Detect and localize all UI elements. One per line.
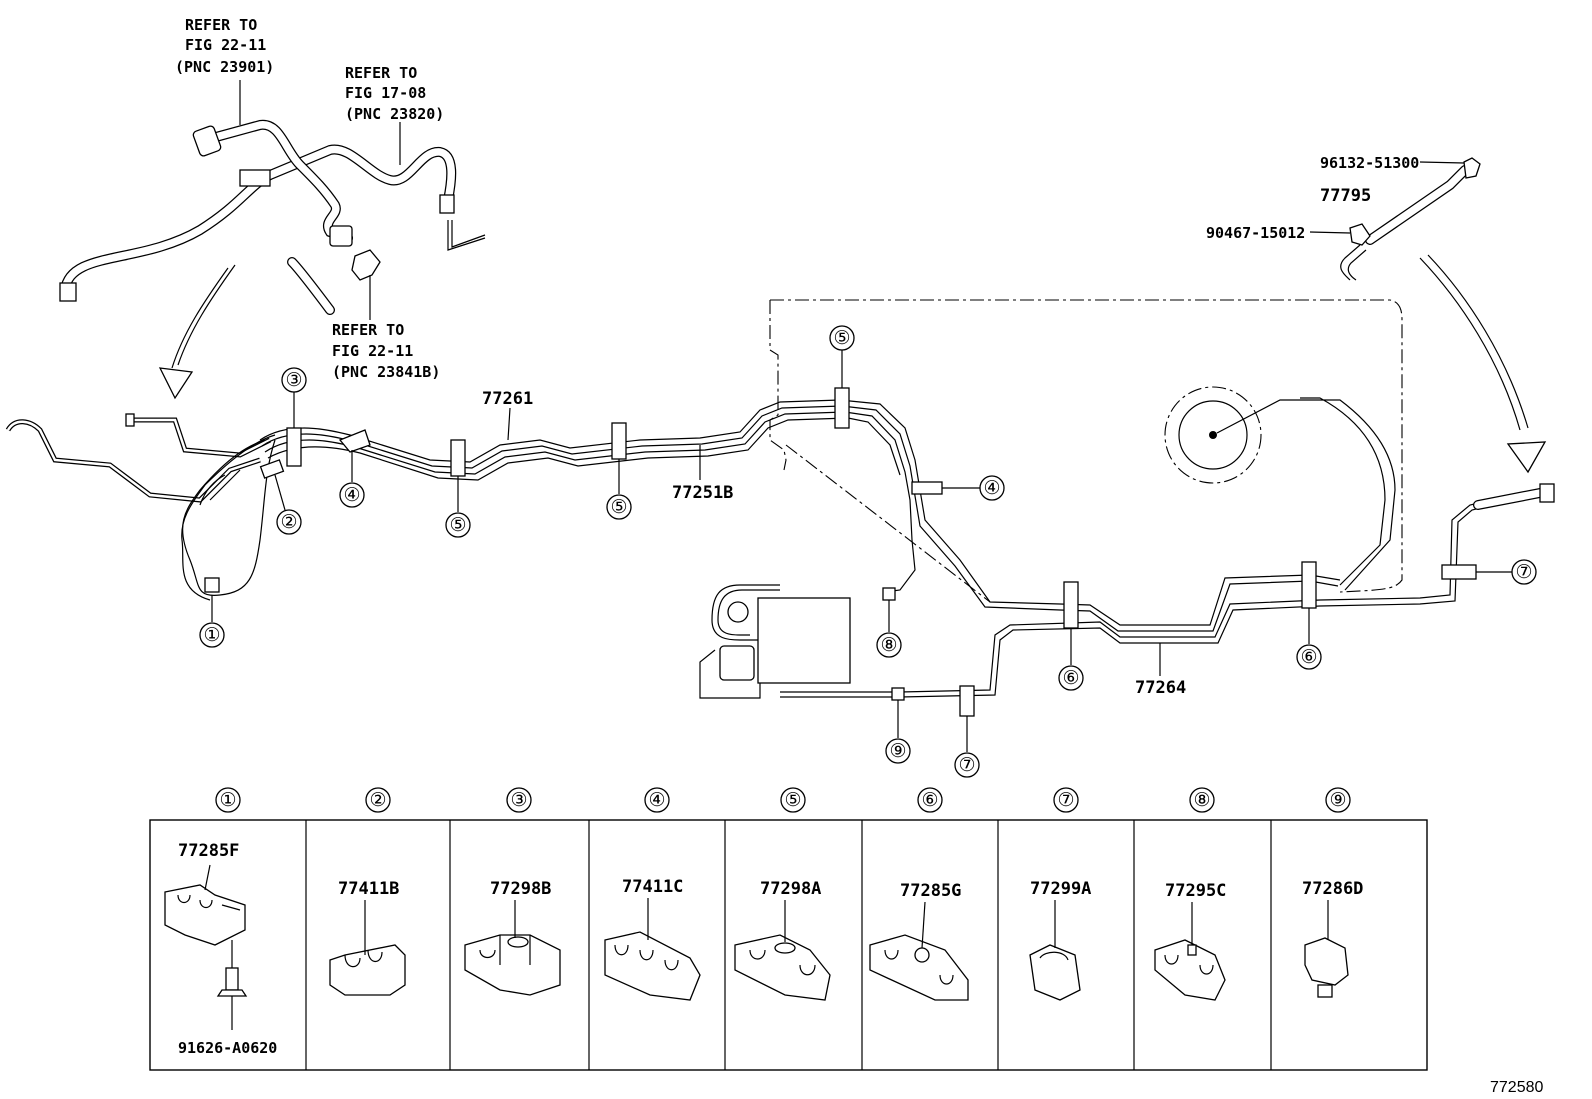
main-brake-line-77261 bbox=[259, 399, 1341, 632]
table-num-8: ⑧ bbox=[1193, 789, 1210, 811]
callout-5-mid: ⑤ bbox=[610, 496, 627, 518]
clamp-7-on-line-right bbox=[1441, 564, 1477, 580]
clamp-2-on-line bbox=[259, 459, 285, 479]
table-header-numbers: ① ② ③ ④ ⑤ ⑥ ⑦ ⑧ ⑨ bbox=[215, 787, 1351, 813]
clamp-6-on-line-right bbox=[1301, 561, 1317, 609]
callout-2: ② bbox=[280, 511, 297, 533]
clamp-drawing-77299A bbox=[1029, 900, 1081, 1001]
clamp-8-on-line bbox=[882, 587, 896, 601]
table-part-9: 77286D bbox=[1302, 879, 1363, 899]
table-part-4: 77411C bbox=[622, 877, 683, 897]
label-77795: 77795 bbox=[1320, 186, 1371, 206]
callout-5-left: ⑤ bbox=[449, 514, 466, 536]
callout-6-left: ⑥ bbox=[1062, 667, 1079, 689]
clamp-drawing-77285G bbox=[869, 901, 969, 1001]
label-77251B: 77251B bbox=[672, 483, 733, 503]
clamp-4-on-line-right bbox=[911, 481, 943, 495]
svg-text:(PNC 23901): (PNC 23901) bbox=[175, 58, 274, 76]
table-part-5: 77298A bbox=[760, 879, 821, 899]
abs-actuator bbox=[699, 584, 851, 699]
line-clamps bbox=[259, 387, 1477, 717]
part-number-labels: 77261 77251B 77264 77795 96132-51300 904… bbox=[482, 154, 1419, 698]
svg-text:REFER TO: REFER TO bbox=[332, 321, 404, 339]
arrow-right bbox=[1419, 254, 1547, 474]
table-num-5: ⑤ bbox=[784, 789, 801, 811]
hose-77795 bbox=[1309, 157, 1481, 281]
table-part-2: 77411B bbox=[338, 879, 399, 899]
clamp-7-on-line-bottom bbox=[959, 685, 975, 717]
clamp-table bbox=[149, 819, 1428, 1071]
table-part-7: 77299A bbox=[1030, 879, 1091, 899]
svg-text:REFER TO: REFER TO bbox=[345, 64, 417, 82]
label-77264: 77264 bbox=[1135, 678, 1186, 698]
table-num-7: ⑦ bbox=[1057, 789, 1074, 811]
diagram-callouts: ③ ② ④ ⑤ ⑤ ⑤ ④ ① ⑧ ⑥ ⑥ ⑦ ⑨ ⑦ bbox=[199, 325, 1537, 778]
table-num-9: ⑨ bbox=[1329, 789, 1346, 811]
clamp-5-on-line-mid bbox=[611, 422, 627, 460]
svg-text:(PNC 23820): (PNC 23820) bbox=[345, 105, 444, 123]
clamp-drawing-77295C bbox=[1154, 902, 1226, 1001]
callout-1: ① bbox=[203, 624, 220, 646]
table-part-8: 77295C bbox=[1165, 881, 1226, 901]
fuel-hose-assembly-top-left bbox=[59, 80, 486, 320]
figure-id: 772580 bbox=[1490, 1079, 1543, 1096]
callout-5-top: ⑤ bbox=[833, 327, 850, 349]
table-part-6: 77285G bbox=[900, 881, 961, 901]
svg-text:REFER TO: REFER TO bbox=[185, 16, 257, 34]
table-num-1: ① bbox=[219, 789, 236, 811]
clamp-6-on-line-left bbox=[1063, 581, 1079, 629]
fuel-tank-outline bbox=[769, 299, 1403, 603]
clamp-drawing-77298A bbox=[734, 900, 831, 1001]
table-num-3: ③ bbox=[510, 789, 527, 811]
label-90467-15012: 90467-15012 bbox=[1206, 224, 1305, 242]
leader-lines bbox=[274, 350, 1512, 752]
table-part-3: 77298B bbox=[490, 879, 551, 899]
callout-7-right: ⑦ bbox=[1515, 561, 1532, 583]
clamp-5-on-line-left bbox=[450, 439, 466, 477]
callout-9: ⑨ bbox=[889, 740, 906, 762]
clamp-4-on-line-left bbox=[338, 429, 371, 453]
reference-note-1: REFER TO FIG 22-11 (PNC 23901) bbox=[175, 16, 274, 76]
table-part-1: 77285F bbox=[178, 841, 239, 861]
clamp-drawing-77286D bbox=[1304, 900, 1349, 998]
svg-text:(PNC 23841B): (PNC 23841B) bbox=[332, 363, 440, 381]
clamp-drawing-77285F bbox=[164, 864, 248, 1030]
clamp-9-on-line bbox=[891, 687, 905, 701]
callout-8: ⑧ bbox=[880, 634, 897, 656]
svg-text:FIG 22-11: FIG 22-11 bbox=[332, 342, 413, 360]
callout-6-right: ⑥ bbox=[1300, 646, 1317, 668]
table-num-2: ② bbox=[369, 789, 386, 811]
table-num-4: ④ bbox=[648, 789, 665, 811]
table-part-labels: 77285F 91626-A0620 77411B 77298B 77411C … bbox=[178, 841, 1363, 1057]
callout-3-top: ③ bbox=[285, 369, 302, 391]
table-num-6: ⑥ bbox=[921, 789, 938, 811]
clamp-drawing-77411C bbox=[604, 898, 701, 1001]
callout-4-left: ④ bbox=[343, 484, 360, 506]
svg-text:FIG 22-11: FIG 22-11 bbox=[185, 36, 266, 54]
label-96132-51300: 96132-51300 bbox=[1320, 154, 1419, 172]
reference-note-3: REFER TO FIG 22-11 (PNC 23841B) bbox=[332, 321, 440, 381]
rear-brake-line-77264 bbox=[780, 483, 1555, 698]
clamp-5-on-line-top bbox=[834, 387, 850, 429]
svg-text:FIG 17-08: FIG 17-08 bbox=[345, 84, 426, 102]
label-77261: 77261 bbox=[482, 389, 533, 409]
clamp-3-on-line bbox=[286, 427, 302, 467]
callout-7-bottom: ⑦ bbox=[958, 754, 975, 776]
table-part-1-bolt: 91626-A0620 bbox=[178, 1039, 277, 1057]
left-brake-lines bbox=[5, 413, 276, 622]
clamp-drawing-77411B bbox=[329, 900, 406, 996]
reference-note-2: REFER TO FIG 17-08 (PNC 23820) bbox=[345, 64, 444, 123]
callout-4-right: ④ bbox=[983, 477, 1000, 499]
clamp-drawing-77298B bbox=[464, 900, 561, 996]
arrow-left bbox=[158, 264, 236, 400]
